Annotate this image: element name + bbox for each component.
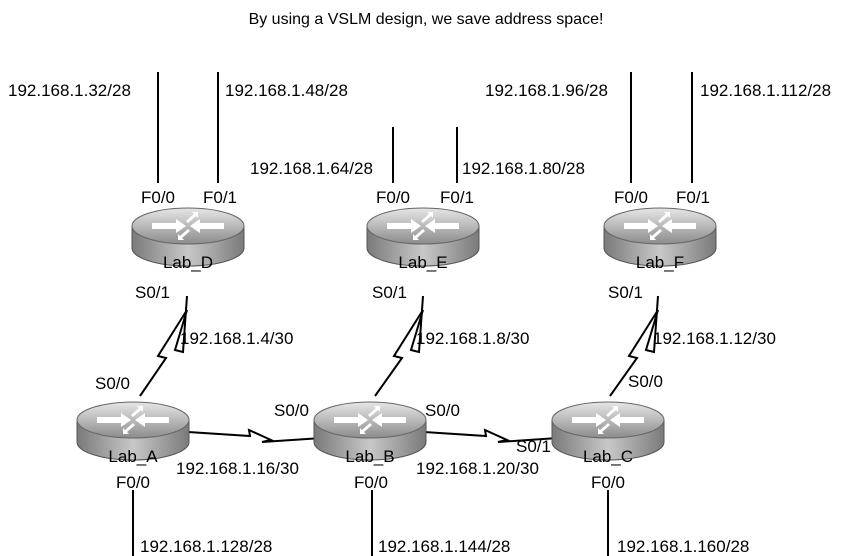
port-label-b-s0-left: S0/0 bbox=[274, 401, 309, 420]
port-label-e-f1: F0/1 bbox=[440, 188, 474, 207]
port-label-a-f0: F0/0 bbox=[116, 473, 150, 492]
port-label-c-s1: S0/1 bbox=[516, 437, 551, 456]
network-label-e-f1: 192.168.1.80/28 bbox=[462, 159, 585, 178]
router-name-lab-e: Lab_E bbox=[398, 253, 447, 272]
router-name-lab-f: Lab_F bbox=[636, 253, 684, 272]
network-label-c-f: 192.168.1.12/30 bbox=[653, 329, 776, 348]
network-label-c-lan: 192.168.1.160/28 bbox=[617, 537, 749, 556]
port-label-d-f0: F0/0 bbox=[141, 188, 175, 207]
serial-link-b-c bbox=[423, 428, 559, 443]
network-label-a-d: 192.168.1.4/30 bbox=[180, 329, 293, 348]
port-label-d-s1: S0/1 bbox=[135, 283, 170, 302]
router-name-lab-d: Lab_D bbox=[163, 253, 213, 272]
router-name-lab-c: Lab_C bbox=[583, 447, 633, 466]
port-label-f-f1: F0/1 bbox=[676, 188, 710, 207]
network-label-f-f0: 192.168.1.96/28 bbox=[485, 81, 608, 100]
serial-link-a-b bbox=[187, 428, 323, 443]
serial-link-a-d bbox=[139, 295, 188, 397]
port-label-a-s0: S0/0 bbox=[95, 374, 130, 393]
port-label-c-s0: S0/0 bbox=[628, 372, 663, 391]
network-label-a-lan: 192.168.1.128/28 bbox=[140, 537, 272, 556]
port-label-f-f0: F0/0 bbox=[614, 188, 648, 207]
network-label-e-f0: 192.168.1.64/28 bbox=[250, 159, 373, 178]
port-label-e-f0: F0/0 bbox=[376, 188, 410, 207]
network-label-a-b: 192.168.1.16/30 bbox=[176, 459, 299, 478]
network-label-b-lan: 192.168.1.144/28 bbox=[378, 537, 510, 556]
port-label-c-f0: F0/0 bbox=[591, 473, 625, 492]
port-label-e-s1: S0/1 bbox=[372, 283, 407, 302]
network-label-b-c: 192.168.1.20/30 bbox=[416, 459, 539, 478]
port-label-b-f0: F0/0 bbox=[354, 473, 388, 492]
router-name-lab-b: Lab_B bbox=[345, 447, 394, 466]
serial-link-b-e bbox=[374, 295, 424, 397]
port-label-f-s1: S0/1 bbox=[608, 283, 643, 302]
router-name-lab-a: Lab_A bbox=[108, 447, 158, 466]
port-label-d-f1: F0/1 bbox=[203, 188, 237, 207]
network-label-d-f1: 192.168.1.48/28 bbox=[225, 81, 348, 100]
diagram-title: By using a VSLM design, we save address … bbox=[249, 11, 604, 28]
network-label-f-f1: 192.168.1.112/28 bbox=[700, 81, 831, 100]
port-label-b-s0-right: S0/0 bbox=[425, 401, 460, 420]
network-label-b-e: 192.168.1.8/30 bbox=[416, 329, 529, 348]
network-label-d-f0: 192.168.1.32/28 bbox=[8, 81, 131, 100]
serial-link-c-f bbox=[609, 295, 659, 397]
